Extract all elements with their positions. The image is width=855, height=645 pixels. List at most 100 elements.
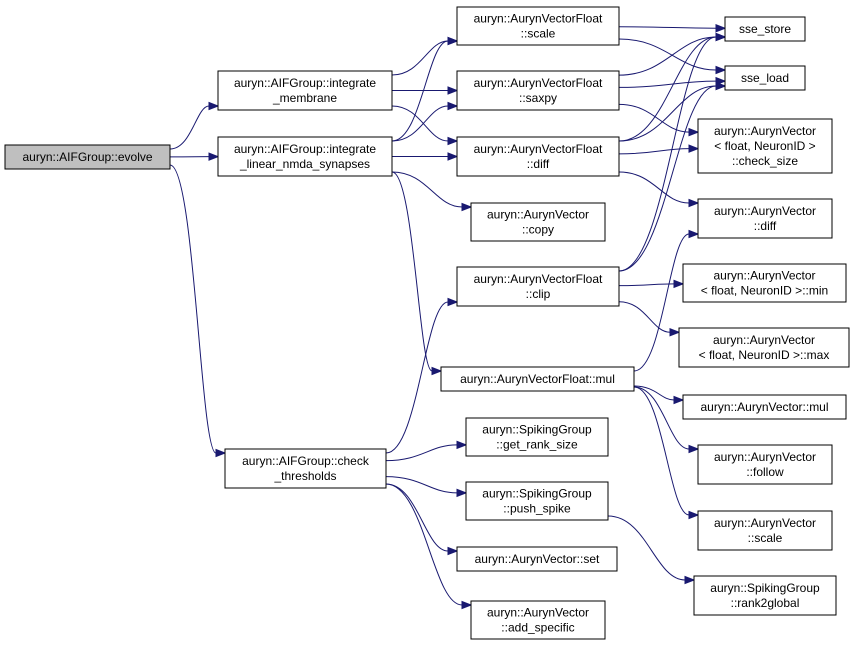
- arrowhead: [688, 198, 700, 208]
- node-label-line: ::diff: [527, 157, 550, 171]
- node-av-check-size[interactable]: auryn::AurynVector< float, NeuronID >::c…: [697, 118, 833, 174]
- node-label-line: < float, NeuronID >::min: [701, 284, 828, 298]
- node-box: [724, 16, 806, 42]
- edge-evolve-to-integrate-membrane: [169, 101, 220, 150]
- edge-integrate-nmda-to-avf-scale: [391, 36, 459, 142]
- node-av-add-specific[interactable]: auryn::AurynVector::add_specific: [470, 600, 606, 640]
- edge-check-thresholds-to-sg-push-spike: [385, 476, 468, 498]
- edge-evolve-to-check-thresholds: [169, 164, 227, 458]
- edge-line: [618, 283, 675, 287]
- arrowhead: [684, 575, 696, 585]
- edge-line: [391, 105, 449, 142]
- arrowhead: [688, 510, 700, 520]
- node-label-line: ::scale: [521, 27, 556, 41]
- node-label-line: ::clip: [526, 287, 551, 301]
- node-avf-mul[interactable]: auryn::AurynVectorFloat::mul: [440, 366, 635, 392]
- node-label-line: sse_store: [739, 22, 791, 36]
- node-label-line: ::check_size: [732, 154, 798, 168]
- node-box: [697, 118, 833, 174]
- node-label-line: auryn::AurynVectorFloat: [474, 12, 603, 26]
- edge-line: [618, 171, 690, 204]
- edge-line: [633, 233, 690, 372]
- node-box: [217, 136, 393, 177]
- arrowhead: [688, 127, 700, 137]
- edge-line: [618, 36, 717, 76]
- arrowhead: [447, 152, 459, 161]
- node-sg-get-rank-size[interactable]: auryn::SpikingGroup::get_rank_size: [465, 417, 609, 457]
- node-box: [678, 327, 850, 368]
- node-label-line: auryn::AIFGroup::evolve: [22, 150, 152, 164]
- node-label-line: auryn::SpikingGroup: [710, 581, 820, 595]
- edge-avf-mul-to-av-follow: [633, 386, 700, 454]
- node-label-line: sse_load: [741, 71, 789, 85]
- node-av-follow[interactable]: auryn::AurynVector::follow: [697, 444, 833, 485]
- node-label-line: _thresholds: [273, 469, 336, 483]
- node-av-max[interactable]: auryn::AurynVector< float, NeuronID >::m…: [678, 327, 850, 368]
- node-box: [470, 600, 606, 640]
- node-label-line: auryn::AIFGroup::integrate: [234, 142, 376, 156]
- edge-integrate-nmda-to-avf-mul: [391, 171, 443, 376]
- arrowhead: [673, 395, 685, 405]
- node-label-line: auryn::AurynVector::mul: [700, 400, 828, 414]
- arrowhead: [456, 488, 468, 498]
- node-label-line: auryn::AurynVector: [487, 606, 589, 620]
- arrowhead: [447, 546, 459, 556]
- edge-line: [633, 386, 690, 516]
- node-avf-diff[interactable]: auryn::AurynVectorFloat::diff: [456, 136, 620, 177]
- node-avf-scale[interactable]: auryn::AurynVectorFloat::scale: [456, 6, 620, 46]
- node-label-line: _membrane: [272, 91, 337, 105]
- node-box: [693, 575, 837, 616]
- node-label-line: ::push_spike: [503, 502, 571, 516]
- edge-check-thresholds-to-av-set: [385, 483, 459, 556]
- node-sg-push-spike[interactable]: auryn::SpikingGroup::push_spike: [465, 481, 609, 521]
- edge-line: [633, 386, 690, 450]
- node-box: [456, 546, 618, 572]
- node-integrate-nmda[interactable]: auryn::AIFGroup::integrate_linear_nmda_s…: [217, 136, 393, 177]
- node-sse-load[interactable]: sse_load: [724, 65, 806, 91]
- node-label-line: auryn::AurynVector: [487, 208, 589, 222]
- node-label-line: ::rank2global: [731, 596, 800, 610]
- node-label-line: auryn::AIFGroup::check: [242, 454, 370, 468]
- node-label-line: auryn::AurynVector: [714, 124, 816, 138]
- node-box: [456, 266, 620, 307]
- edge-line: [391, 105, 449, 142]
- node-box: [224, 448, 387, 489]
- arrowhead: [461, 600, 473, 610]
- edge-line: [618, 148, 690, 155]
- arrowhead: [447, 101, 459, 111]
- edge-integrate-nmda-to-avf-saxpy: [391, 101, 459, 142]
- edge-line: [618, 85, 717, 142]
- node-sse-store[interactable]: sse_store: [724, 16, 806, 42]
- arrowhead: [447, 36, 459, 46]
- edge-integrate-nmda-to-av-copy: [391, 171, 473, 212]
- edge-line: [385, 301, 449, 454]
- arrowhead: [456, 440, 468, 450]
- node-integrate-membrane[interactable]: auryn::AIFGroup::integrate_membrane: [217, 70, 393, 111]
- edge-avf-mul-to-av-diff: [633, 229, 700, 372]
- node-label-line: auryn::AurynVector: [713, 333, 815, 347]
- node-avf-clip[interactable]: auryn::AurynVectorFloat::clip: [456, 266, 620, 307]
- node-sg-rank2global[interactable]: auryn::SpikingGroup::rank2global: [693, 575, 837, 616]
- node-av-mul[interactable]: auryn::AurynVector::mul: [682, 394, 847, 420]
- arrowhead: [715, 81, 727, 91]
- edge-avf-scale-to-sse-load: [618, 38, 727, 75]
- node-label-line: auryn::AurynVector::set: [475, 552, 600, 566]
- node-av-set[interactable]: auryn::AurynVector::set: [456, 546, 618, 572]
- node-av-min[interactable]: auryn::AurynVector< float, NeuronID >::m…: [682, 263, 847, 303]
- node-avf-saxpy[interactable]: auryn::AurynVectorFloat::saxpy: [456, 70, 620, 111]
- edge-line: [618, 103, 690, 133]
- node-av-scale[interactable]: auryn::AurynVector::scale: [697, 510, 833, 551]
- node-label-line: auryn::AIFGroup::integrate: [234, 76, 376, 90]
- node-evolve[interactable]: auryn::AIFGroup::evolve: [4, 144, 171, 170]
- node-check-thresholds[interactable]: auryn::AIFGroup::check_thresholds: [224, 448, 387, 489]
- node-box: [217, 70, 393, 111]
- node-label-line: ::copy: [522, 223, 554, 237]
- function-nodes: auryn::AIFGroup::evolveauryn::AIFGroup::…: [4, 6, 850, 640]
- arrowhead: [431, 366, 443, 376]
- node-av-diff[interactable]: auryn::AurynVector::diff: [697, 198, 833, 239]
- node-box: [724, 65, 806, 91]
- node-label-line: auryn::AurynVectorFloat: [474, 272, 603, 286]
- node-box: [465, 417, 609, 457]
- node-av-copy[interactable]: auryn::AurynVector::copy: [470, 202, 606, 242]
